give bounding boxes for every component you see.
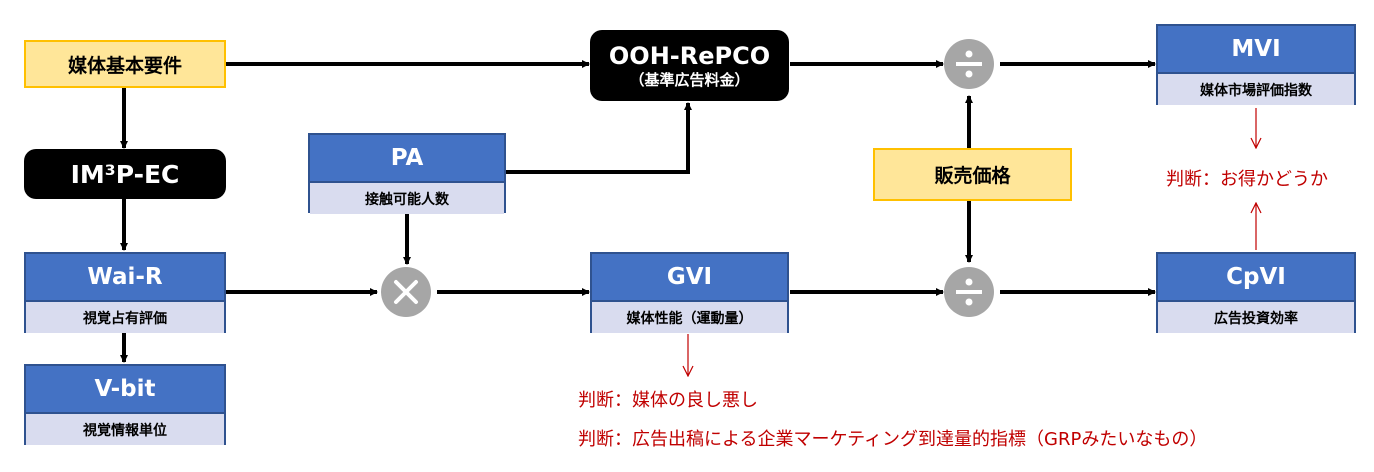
divide-icon bbox=[956, 278, 982, 306]
divide-icon bbox=[956, 50, 982, 78]
node-hanbai-kakaku: 販売価格 bbox=[873, 148, 1072, 201]
mvi-subtitle: 媒体市場評価指数 bbox=[1158, 72, 1354, 105]
wai-r-title: Wai-R bbox=[26, 254, 224, 300]
v-bit-title: V-bit bbox=[26, 366, 224, 412]
v-bit-subtitle: 視覚情報単位 bbox=[26, 412, 224, 445]
node-pa: PA 接触可能人数 bbox=[308, 133, 506, 214]
note-otoku: 判断：お得かどうか bbox=[1166, 169, 1328, 190]
node-wai-r: Wai-R 視覚占有評価 bbox=[24, 252, 226, 333]
arrow-pa-to-repco bbox=[506, 102, 692, 174]
gvi-title: GVI bbox=[592, 254, 787, 300]
gvi-subtitle: 媒体性能（運動量） bbox=[592, 300, 787, 333]
node-baitai-kihon: 媒体基本要件 bbox=[24, 40, 226, 88]
note-marketing-reach: 判断：広告出稿による企業マーケティング到達量的指標（GRPみたいなもの） bbox=[578, 429, 1208, 450]
node-v-bit: V-bit 視覚情報単位 bbox=[24, 364, 226, 445]
cpvi-title: CpVI bbox=[1158, 254, 1354, 300]
node-cpvi: CpVI 広告投資効率 bbox=[1156, 252, 1356, 333]
ooh-repco-subtitle: （基準広告料金） bbox=[629, 70, 750, 89]
pa-subtitle: 接触可能人数 bbox=[310, 181, 504, 214]
multiply-icon bbox=[394, 280, 418, 304]
mvi-title: MVI bbox=[1158, 26, 1354, 72]
note-baitai-yoshiashi: 判断：媒体の良し悪し bbox=[578, 390, 758, 411]
node-im3pec: IM³P-EC bbox=[24, 149, 226, 199]
divide-operator-bottom bbox=[944, 267, 994, 317]
node-ooh-repco: OOH-RePCO （基準広告料金） bbox=[590, 30, 789, 101]
pa-title: PA bbox=[310, 135, 504, 181]
node-mvi: MVI 媒体市場評価指数 bbox=[1156, 24, 1356, 105]
cpvi-subtitle: 広告投資効率 bbox=[1158, 300, 1354, 333]
multiply-operator bbox=[381, 267, 431, 317]
divide-operator-top bbox=[944, 39, 994, 89]
node-gvi: GVI 媒体性能（運動量） bbox=[590, 252, 789, 333]
wai-r-subtitle: 視覚占有評価 bbox=[26, 300, 224, 333]
ooh-repco-title: OOH-RePCO bbox=[608, 41, 771, 70]
